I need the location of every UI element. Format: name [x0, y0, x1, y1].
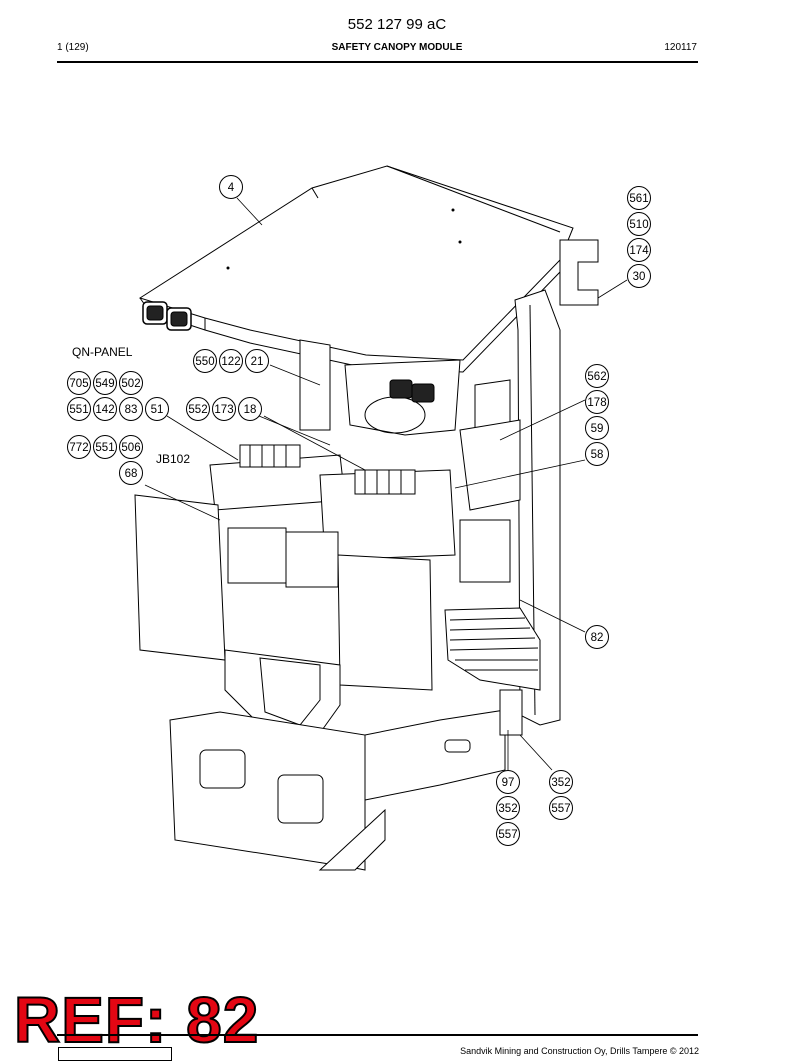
callout: 97	[496, 770, 520, 794]
callout: 83	[119, 397, 143, 421]
callout: 502	[119, 371, 143, 395]
ref-watermark: REF: 82	[13, 983, 260, 1057]
callout: 4	[219, 175, 243, 199]
callout: 772	[67, 435, 91, 459]
jb102-label: JB102	[156, 452, 191, 466]
manufacturer-logo	[58, 1047, 172, 1061]
callout: 122	[219, 349, 243, 373]
side-bracket	[559, 239, 599, 306]
page-number: 1 (129)	[57, 42, 89, 53]
battery-box-rear	[459, 519, 511, 583]
leader-lines	[144, 197, 628, 771]
callout: 68	[119, 461, 143, 485]
callout: 549	[93, 371, 117, 395]
qn-panel-box	[319, 469, 456, 561]
callout: 550	[193, 349, 217, 373]
roof-work-light-left	[142, 301, 192, 331]
callout: 510	[627, 212, 651, 236]
qn-panel-label: QN-PANEL	[72, 345, 133, 359]
canopy-roof	[138, 165, 574, 361]
front-pillar	[299, 339, 331, 431]
right-side-panel	[337, 554, 433, 691]
battery-box-right	[285, 531, 339, 588]
base-frame	[169, 711, 366, 871]
footer-rule	[57, 1034, 698, 1036]
callout: 58	[585, 442, 609, 466]
rear-pillar	[514, 289, 561, 726]
callout: 705	[67, 371, 91, 395]
battery-box-left	[227, 527, 287, 584]
footer-copyright: Sandvik Mining and Construction Oy, Dril…	[460, 1046, 699, 1056]
callout: 551	[67, 397, 91, 421]
module-title: SAFETY CANOPY MODULE	[331, 42, 463, 53]
callout: 562	[585, 364, 609, 388]
callout: 561	[627, 186, 651, 210]
document-number: 552 127 99 aC	[347, 16, 447, 33]
callout: 18	[238, 397, 262, 421]
callout: 142	[93, 397, 117, 421]
callout: 557	[549, 796, 573, 820]
callout: 82	[585, 625, 609, 649]
left-side-panel	[134, 494, 226, 661]
callout: 178	[585, 390, 609, 414]
callout: 59	[585, 416, 609, 440]
callout: 173	[212, 397, 236, 421]
callout: 30	[627, 264, 651, 288]
callout: 352	[496, 796, 520, 820]
callout: 506	[119, 435, 143, 459]
callout: 21	[245, 349, 269, 373]
callout: 352	[549, 770, 573, 794]
date-code: 120117	[664, 42, 697, 53]
header-rule	[57, 61, 698, 63]
callout: 51	[145, 397, 169, 421]
rear-mount-bracket	[499, 689, 523, 736]
callout: 174	[627, 238, 651, 262]
callout: 557	[496, 822, 520, 846]
callout: 551	[93, 435, 117, 459]
floor-grating	[444, 607, 541, 691]
callout: 552	[186, 397, 210, 421]
